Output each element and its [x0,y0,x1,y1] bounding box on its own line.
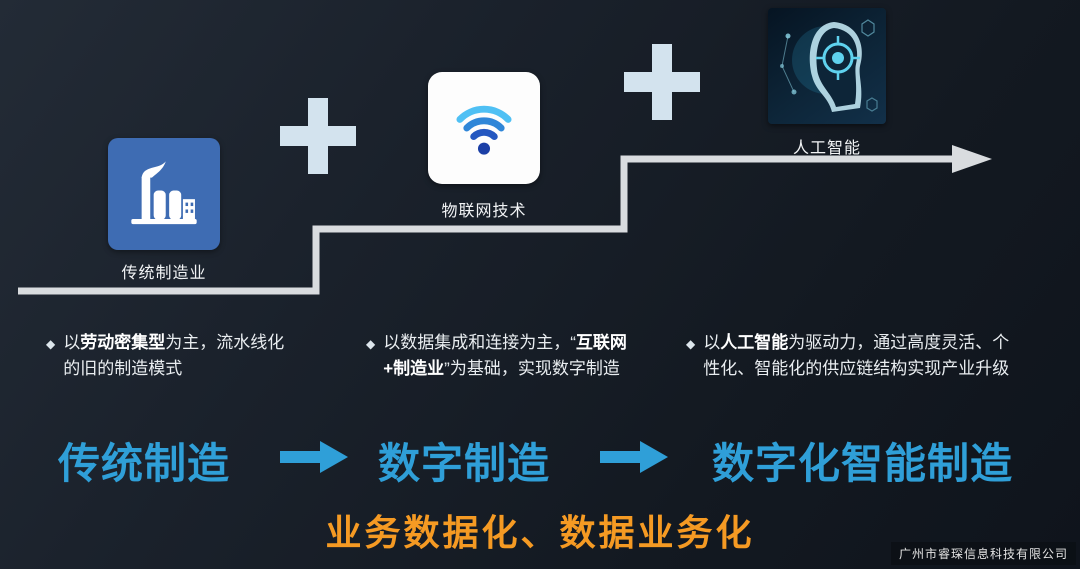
stage-label-iot: 物联网技术 [441,203,527,220]
flow-step-traditional: 传统制造 [58,440,231,487]
wifi-icon [456,105,512,155]
flow-step-smart: 数字化智能制造 [712,440,1014,487]
flow-step-digital: 数字制造 [378,440,551,487]
diamond-bullet-icon: ◆ [46,337,56,351]
bullet-text: 以人工智能为驱动力，通过高度灵活、个性化、智能化的供应链结构实现产业升级 [703,333,1010,379]
flow-arrow-icon [280,441,348,473]
bullet-text: 以数据集成和连接为主，“互联网+制造业”为基础，实现数字制造 [383,333,627,379]
traditional-manufacturing-card [108,138,220,250]
plus-icon [280,98,356,174]
iot-technology-card [428,72,540,184]
factory-icon [131,161,197,225]
diamond-bullet-icon: ◆ [686,337,696,351]
arrowhead-icon [952,145,992,173]
bullet-traditional: ◆ 以劳动密集型为主，流水线化的旧的制造模式 [46,330,288,383]
bullet-iot: ◆ 以数据集成和连接为主，“互联网+制造业”为基础，实现数字制造 [366,330,634,383]
stage-label-traditional: 传统制造业 [121,265,207,282]
artificial-intelligence-card [768,8,886,124]
flow-arrow-icon [600,441,668,473]
bullet-ai: ◆ 以人工智能为驱动力，通过高度灵活、个性化、智能化的供应链结构实现产业升级 [686,330,1020,383]
plus-icon [624,44,700,120]
bullet-text: 以劳动密集型为主，流水线化的旧的制造模式 [63,333,285,379]
watermark: 广州市睿琛信息科技有限公司 [890,542,1076,565]
ai-head-icon [780,19,878,112]
tagline: 业务数据化、数据业务化 [325,512,755,553]
diamond-bullet-icon: ◆ [366,337,376,351]
stage-label-ai: 人工智能 [792,140,861,157]
